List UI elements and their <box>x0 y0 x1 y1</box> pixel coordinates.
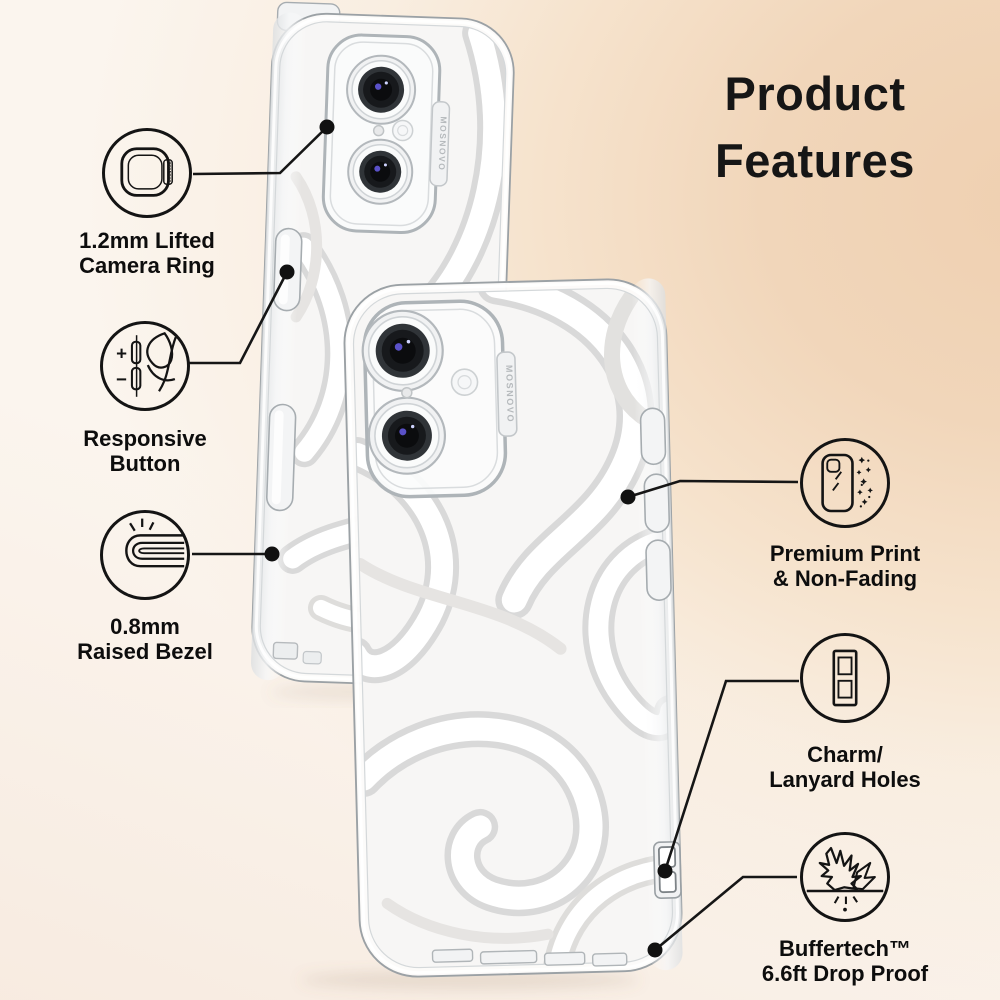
camera-ring-icon-tab <box>163 159 173 185</box>
camera-logo-inner <box>457 375 472 390</box>
lanyard-holes-icon <box>832 649 858 707</box>
hand-curve-2 <box>146 364 176 382</box>
phone-main-camera-island: MOSNOVO <box>361 299 518 499</box>
raised-bezel-icon <box>125 518 185 568</box>
plus-glyph: + <box>116 342 127 363</box>
feature-label-lanyard-holes: Charm/ Lanyard Holes <box>730 742 960 792</box>
volume-up-button <box>643 473 671 533</box>
brand-text-back-case: MOSNOVO <box>437 116 449 171</box>
feature-label-line: 6.6ft Drop Proof <box>761 961 929 986</box>
camera-lens-top <box>346 54 417 125</box>
impact-ticks <box>833 896 858 905</box>
impact-burst-2 <box>852 861 876 891</box>
feature-label-premium-print: Premium Print & Non-Fading <box>730 541 960 591</box>
leader-line-premium-print <box>627 479 799 499</box>
leader-dot-camera-ring <box>319 119 335 135</box>
feature-label-line: Premium Print <box>769 541 921 566</box>
leader-line-responsive-button <box>189 271 289 365</box>
feature-label-raised-bezel: 0.8mm Raised Bezel <box>30 614 260 664</box>
leader-line-camera-ring <box>192 126 328 176</box>
camera-logo-inner <box>397 124 409 137</box>
feature-label-line: Camera Ring <box>79 253 215 278</box>
phone-shadow <box>300 970 640 990</box>
page-title: Product Features <box>640 60 990 194</box>
callout-circle-responsive-button: + − <box>100 321 190 411</box>
side-button-long-highlight <box>271 410 284 505</box>
camera-logo-ring <box>450 368 479 396</box>
camera-ring-icon: MOSNOVO <box>120 147 173 197</box>
feature-label-line: Responsive <box>83 426 207 451</box>
feature-label-drop-proof: Buffertech™ 6.6ft Drop Proof <box>730 936 960 986</box>
bottom-port-cutout <box>272 641 299 660</box>
phone-main-case: MOSNOVO <box>343 278 683 978</box>
phone-back-camera-island: MOSNOVO <box>321 33 451 235</box>
feature-label-responsive-button: Responsive Button <box>30 426 260 476</box>
feature-label-line: & Non-Fading <box>772 566 918 591</box>
volume-down-button <box>645 539 672 601</box>
leader-dot-responsive-button <box>279 264 295 280</box>
leader-dot-drop-proof <box>647 942 663 958</box>
impact-dot <box>843 907 847 912</box>
callout-circle-camera-ring: MOSNOVO <box>102 128 192 218</box>
camera-lens-top <box>361 309 444 392</box>
page-title-line2: Features <box>715 134 915 187</box>
finger-press-shape <box>146 332 174 369</box>
camera-flash <box>401 386 413 399</box>
callout-circle-drop-proof <box>800 832 890 922</box>
feature-label-line: Raised Bezel <box>77 639 213 664</box>
leader-dot-raised-bezel <box>264 546 280 562</box>
callout-circle-lanyard-holes <box>800 633 890 723</box>
phone-back-side-rail <box>251 12 308 681</box>
camera-flash <box>372 124 385 137</box>
feature-label-line: Charm/ <box>807 742 883 767</box>
hand-curve <box>158 336 177 392</box>
premium-print-icon <box>821 453 873 513</box>
shine-ticks <box>129 518 155 532</box>
feature-label-line: 0.8mm <box>110 614 180 639</box>
brand-text-main-case: MOSNOVO <box>504 365 516 423</box>
camera-lens-bottom <box>367 396 447 475</box>
leader-line-drop-proof <box>654 875 797 952</box>
leader-lines <box>189 126 799 952</box>
callout-circle-premium-print <box>800 438 890 528</box>
callout-circle-raised-bezel <box>100 510 190 600</box>
leader-dots <box>264 119 673 958</box>
action-button <box>639 407 667 466</box>
responsive-button-icon: + − <box>116 332 177 397</box>
bottom-speaker-slots <box>431 948 628 967</box>
leader-line-lanyard-holes <box>663 679 799 872</box>
kickstand-tab <box>429 101 451 187</box>
phone-main-glass-highlight <box>346 281 680 975</box>
feature-label-line: Buffertech™ <box>778 936 911 961</box>
sparkle-stars <box>856 456 873 508</box>
page-title-line1: Product <box>724 67 906 120</box>
minus-glyph: − <box>116 369 127 390</box>
camera-lens-bottom <box>347 138 414 205</box>
phone-main-inner-edge <box>352 287 674 969</box>
leader-dot-lanyard-holes <box>657 863 673 879</box>
feature-label-camera-ring: 1.2mm Lifted Camera Ring <box>32 228 262 278</box>
brand-text-icon: MOSNOVO <box>167 162 171 183</box>
kickstand-tab <box>496 351 518 437</box>
feature-label-line: 1.2mm Lifted <box>79 228 215 253</box>
leader-dot-premium-print <box>620 489 636 505</box>
drop-proof-icon <box>806 846 884 912</box>
feature-label-line: Lanyard Holes <box>769 767 921 792</box>
bottom-port-cutout-2 <box>302 650 322 665</box>
camera-logo-ring <box>391 119 414 142</box>
feature-label-line: Button <box>109 451 181 476</box>
